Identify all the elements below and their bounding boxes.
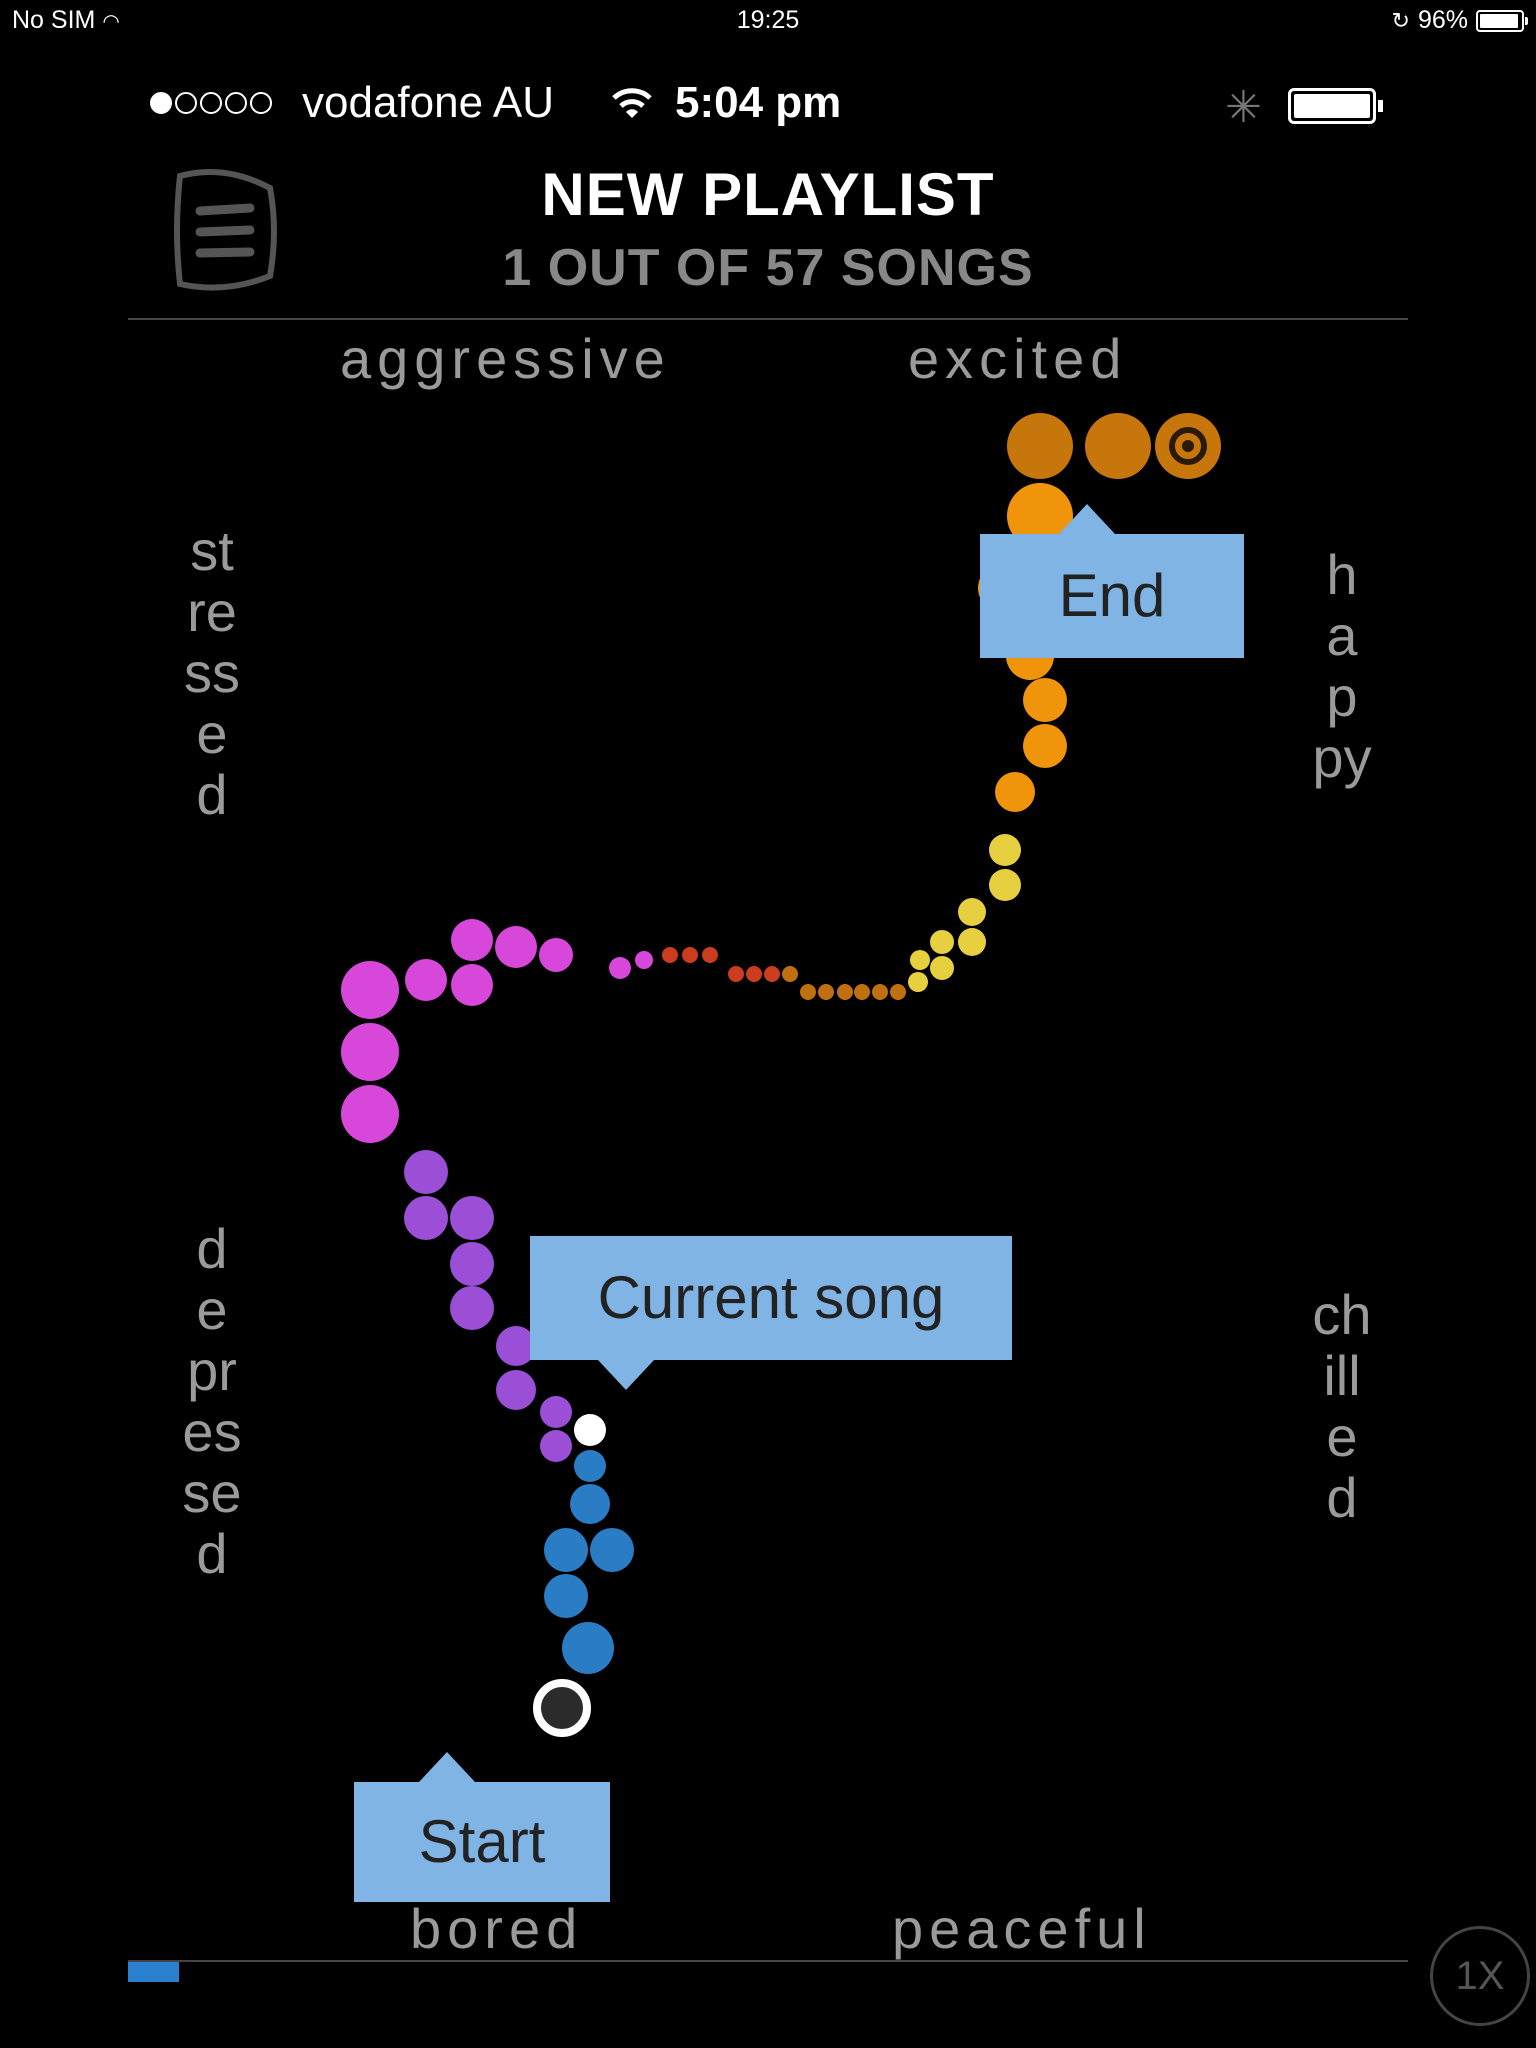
mood-label-depressed: depressed [182,1217,242,1585]
song-dot[interactable] [890,984,906,1000]
song-dot[interactable] [635,951,653,969]
mood-label-aggressive: aggressive [340,327,671,390]
song-dot[interactable] [958,928,986,956]
song-dot[interactable] [451,919,493,961]
phone-time: 5:04 pm [675,78,842,127]
ipad-carrier-label: No SIM [12,6,96,34]
progress-track[interactable] [128,1960,1408,1962]
callout-start-label: Start [418,1808,546,1875]
battery-percent: 96% [1417,6,1468,34]
song-dot[interactable] [989,834,1021,866]
song-dot[interactable] [450,1242,494,1286]
phone-carrier: vodafone AU [302,78,554,127]
callout-current-label: Current song [597,1264,945,1331]
song-dot[interactable] [995,772,1035,812]
orientation-lock-icon: ↻ [1391,7,1410,33]
song-dot[interactable] [540,1430,572,1462]
callout-start: Start [354,1752,610,1902]
song-dot[interactable] [544,1574,588,1618]
playlist-subtitle: 1 OUT OF 57 SONGS [502,239,1034,297]
song-dot[interactable] [930,930,954,954]
mood-label-excited: excited [908,327,1128,390]
song-dot[interactable] [958,898,986,926]
callout-end-label: End [1058,562,1166,629]
song-dot[interactable] [1023,724,1067,768]
song-dot[interactable] [989,869,1021,901]
song-dot[interactable] [540,1396,572,1428]
song-dot[interactable] [405,959,447,1001]
song-dot[interactable] [910,950,930,970]
wifi-icon: ◠ [102,11,120,33]
song-dot[interactable] [574,1450,606,1482]
song-dot[interactable] [1085,413,1151,479]
song-dot[interactable] [682,947,698,963]
song-dot[interactable] [341,1023,399,1081]
song-dot[interactable] [702,947,718,963]
progress-fill [128,1962,179,1982]
mood-label-stressed: stressed [184,519,240,826]
mood-label-happy: happy [1312,543,1372,789]
song-dot[interactable] [341,1085,399,1143]
song-dot[interactable] [837,984,853,1000]
song-dot[interactable] [341,961,399,1019]
song-dot[interactable] [590,1528,634,1572]
song-dot[interactable] [450,1286,494,1330]
song-dot[interactable] [1007,483,1073,549]
song-dot[interactable] [782,966,798,982]
end-target-icon [1169,427,1207,465]
speed-button[interactable]: 1X [1430,1926,1530,2026]
song-dot[interactable] [728,966,744,982]
song-dot[interactable] [746,966,762,982]
song-dot[interactable] [450,1196,494,1240]
callout-end: End [980,504,1244,658]
song-dot[interactable] [1023,678,1067,722]
song-dot[interactable] [930,956,954,980]
song-dot[interactable] [495,926,537,968]
song-dot[interactable] [496,1370,536,1410]
ipad-time: 19:25 [736,6,800,34]
callout-current-song: Current song [530,1236,1012,1390]
battery-icon [1476,9,1528,32]
mood-label-bored: bored [410,1897,584,1960]
song-dot[interactable] [451,964,493,1006]
ipad-battery: ↻ 96% [1391,6,1528,35]
ipad-carrier: No SIM ◠ [12,6,120,35]
menu-button[interactable] [170,166,280,296]
song-dot[interactable] [662,947,678,963]
song-dot[interactable] [1007,413,1073,479]
end-target-center [1182,440,1194,452]
mood-label-peaceful: peaceful [892,1897,1152,1960]
start-song-marker[interactable] [533,1679,591,1737]
song-dot[interactable] [404,1150,448,1194]
song-dot[interactable] [908,972,928,992]
phone-battery-icon [1288,88,1383,124]
song-dot[interactable] [854,984,870,1000]
menu-icon-line [195,203,255,216]
phone-status-bar: vodafone AU 5:04 pm ✳ [150,78,1390,138]
song-dot[interactable] [764,966,780,982]
song-dot[interactable] [544,1528,588,1572]
mood-label-chilled: chilled [1312,1283,1372,1529]
song-dot[interactable] [496,1326,536,1366]
song-dot[interactable] [800,984,816,1000]
song-dot[interactable] [818,984,834,1000]
signal-dots-icon [150,92,272,114]
song-dot[interactable] [609,957,631,979]
playlist-title: NEW PLAYLIST [541,161,995,228]
song-dot[interactable] [539,938,573,972]
ipad-status-bar: No SIM ◠ 19:25 ↻ 96% [0,0,1536,44]
song-dot[interactable] [872,984,888,1000]
current-song-marker[interactable] [574,1414,606,1446]
song-dot[interactable] [404,1196,448,1240]
song-dot[interactable] [570,1484,610,1524]
wifi-icon [612,88,652,118]
header-divider [128,318,1408,320]
song-dot[interactable] [562,1622,614,1674]
bluetooth-icon: ✳ [1225,83,1262,132]
